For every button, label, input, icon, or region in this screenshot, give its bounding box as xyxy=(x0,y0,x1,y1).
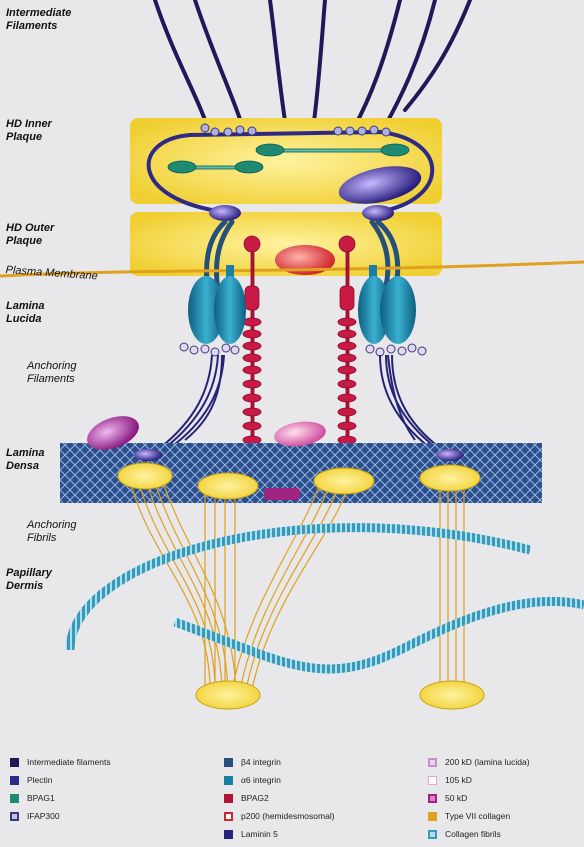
legend-item: Collagen fibrils xyxy=(428,827,501,841)
anchoring-filaments xyxy=(159,354,441,449)
legend-item: IFAP300 xyxy=(10,809,60,823)
legend-item: BPAG2 xyxy=(224,791,269,805)
legend-text: 105 kD xyxy=(445,775,472,785)
label-hd-outer-plaque: HD Outer Plaque xyxy=(6,222,55,247)
legend-swatch xyxy=(224,793,233,803)
ifap300-beads xyxy=(200,123,391,137)
bpag1-ellipse xyxy=(338,166,422,204)
legend-text: IFAP300 xyxy=(27,811,60,821)
legend-text: 50 kD xyxy=(445,793,468,803)
legend-item: Laminin 5 xyxy=(224,827,278,841)
legend-swatch xyxy=(10,757,19,767)
legend-text: 200 kD (lamina lucida) xyxy=(445,757,530,767)
legend-text: Intermediate filaments xyxy=(27,757,111,767)
label-lamina-densa: Lamina Densa xyxy=(6,447,45,472)
legend-item: β4 integrin xyxy=(224,755,281,769)
legend-swatch xyxy=(224,775,233,785)
legend-swatch xyxy=(224,811,233,821)
legend: Intermediate filaments Plectin BPAG1 IFA… xyxy=(0,755,584,847)
kd105-ellipse xyxy=(274,421,326,447)
plectin-node-left xyxy=(209,205,241,221)
label-hd-inner-plaque: HD Inner Plaque xyxy=(6,118,52,143)
bpag1 xyxy=(167,143,410,174)
legend-swatch xyxy=(428,775,437,785)
legend-swatch xyxy=(428,793,437,803)
anchoring-plaques xyxy=(117,462,485,710)
kd50-block xyxy=(264,488,300,500)
legend-swatch xyxy=(224,757,233,767)
legend-swatch xyxy=(428,829,437,839)
hemidesmosome-diagram xyxy=(0,0,584,710)
plasma-membrane xyxy=(0,260,584,278)
label-lamina-lucida: Lamina Lucida xyxy=(6,300,45,325)
legend-text: BPAG2 xyxy=(241,793,269,803)
legend-swatch xyxy=(428,757,437,767)
kd50-ellipse-left xyxy=(87,416,139,450)
legend-text: p200 (hemidesmosomal) xyxy=(241,811,335,821)
legend-item: 105 kD xyxy=(428,773,472,787)
collagen-fibril-2 xyxy=(173,597,584,674)
p200-ellipse xyxy=(275,245,335,275)
integrin-pair-left xyxy=(188,265,246,344)
legend-text: BPAG1 xyxy=(27,793,55,803)
plectin-node-right xyxy=(362,205,394,221)
legend-item: Plectin xyxy=(10,773,53,787)
label-intermediate-filaments: Intermediate Filaments xyxy=(6,7,72,32)
bpag2-left xyxy=(242,235,262,455)
legend-text: Plectin xyxy=(27,775,53,785)
legend-item: 200 kD (lamina lucida) xyxy=(428,755,530,769)
legend-swatch xyxy=(428,811,437,821)
legend-item: BPAG1 xyxy=(10,791,55,805)
label-anchoring-filaments: Anchoring Filaments xyxy=(27,360,77,385)
kd200-beads xyxy=(179,342,427,357)
legend-text: α6 integrin xyxy=(241,775,281,785)
legend-item: α6 integrin xyxy=(224,773,281,787)
legend-swatch xyxy=(10,775,19,785)
legend-text: β4 integrin xyxy=(241,757,281,767)
laminin5-nodes xyxy=(134,449,464,461)
legend-item: Intermediate filaments xyxy=(10,755,111,769)
plectin-loop xyxy=(146,129,435,214)
legend-text: Collagen fibrils xyxy=(445,829,501,839)
label-anchoring-fibrils: Anchoring Fibrils xyxy=(27,519,77,544)
integrin-pair-right xyxy=(358,265,416,344)
legend-item: p200 (hemidesmosomal) xyxy=(224,809,335,823)
collagen-fibril-1 xyxy=(65,523,532,651)
legend-text: Laminin 5 xyxy=(241,829,278,839)
legend-item: Type VII collagen xyxy=(428,809,510,823)
legend-swatch xyxy=(224,829,233,839)
legend-swatch xyxy=(10,793,19,803)
legend-swatch xyxy=(10,811,19,821)
legend-text: Type VII collagen xyxy=(445,811,511,821)
type-vii-collagen-fibrils xyxy=(129,479,465,691)
legend-item: 50 kD xyxy=(428,791,467,805)
label-papillary-dermis: Papillary Dermis xyxy=(6,567,52,592)
